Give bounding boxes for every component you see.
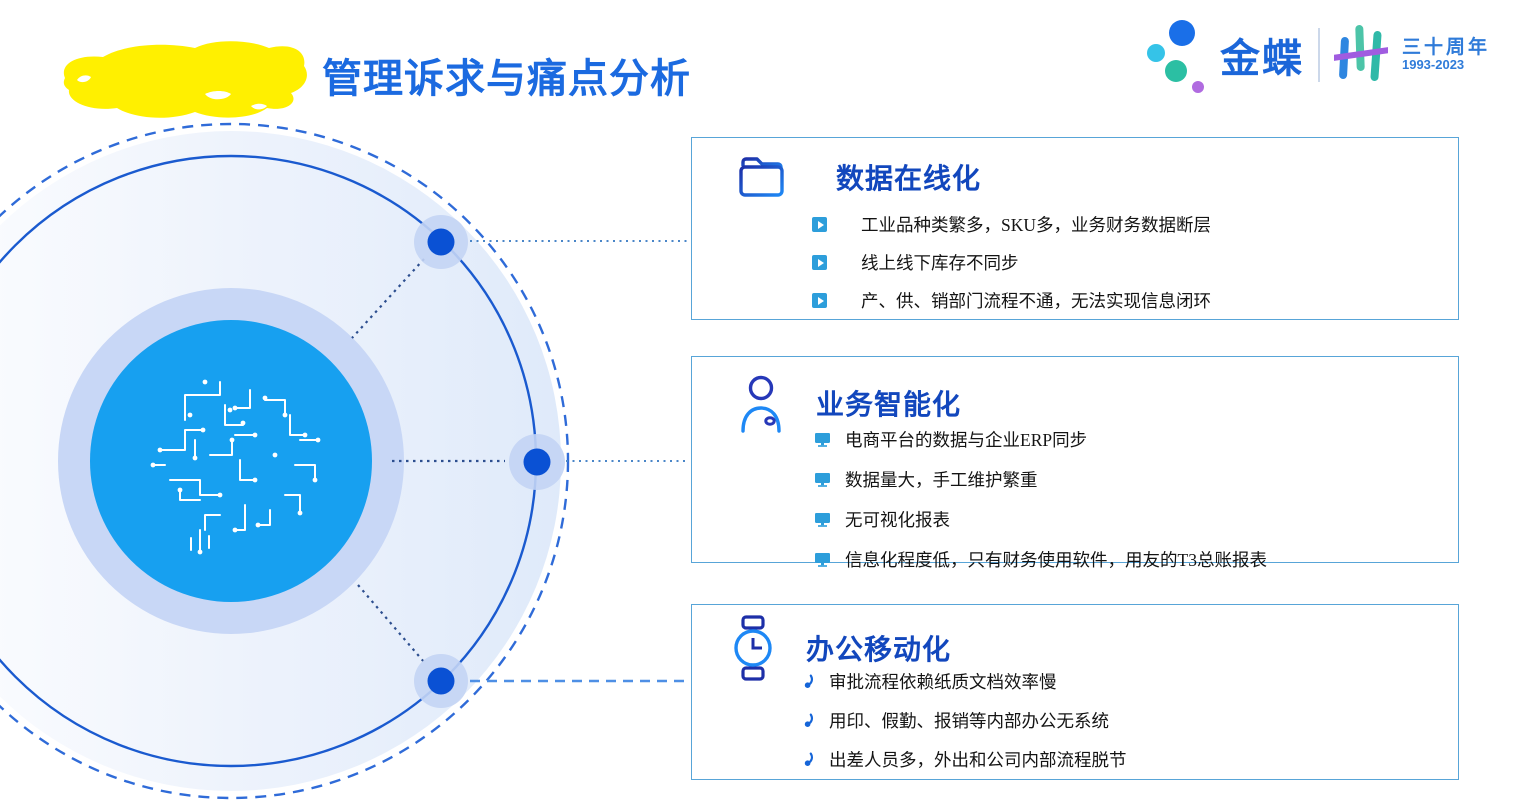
note-bullet-icon	[804, 752, 814, 766]
spoke-lines	[351, 258, 505, 663]
bullet-item: 出差人员多，外出和公司内部流程脱节	[804, 747, 1127, 772]
note-bullet-icon	[804, 713, 814, 727]
page-title: 管理诉求与痛点分析	[322, 56, 691, 101]
circuit-brain-icon	[150, 379, 321, 555]
core-circle	[90, 320, 372, 602]
monitor-bullet-icon	[815, 433, 830, 447]
bullet-item: 电商平台的数据与企业ERP同步	[814, 427, 1267, 452]
play-bullet-icon	[812, 293, 827, 308]
play-bullet-icon	[812, 217, 827, 232]
bullet-item: 无可视化报表	[814, 507, 1267, 532]
monitor-bullet-icon	[815, 473, 830, 487]
logo-brand-text: 金蝶	[1219, 37, 1304, 81]
user-icon	[741, 375, 781, 433]
watch-icon	[734, 615, 772, 681]
note-bullet-icon	[804, 674, 814, 688]
panel-title: 业务智能化	[816, 390, 962, 421]
bullet-item: 用印、假勤、报销等内部办公无系统	[804, 708, 1127, 733]
panel-data-online: 数据在线化 工业品种类繁多，SKU多，业务财务数据断层 线上线下库存不同步 产、…	[691, 137, 1459, 320]
bullet-item: 审批流程依赖纸质文档效率慢	[804, 669, 1127, 694]
bullet-item: 信息化程度低，只有财务使用软件，用友的T3总账报表	[814, 547, 1267, 572]
play-bullet-icon	[812, 255, 827, 270]
brand-logo: 金蝶 三十周年 1993-2023	[1140, 12, 1490, 98]
anniversary-years: 1993-2023	[1401, 57, 1465, 73]
bullet-item: 线上线下库存不同步	[812, 250, 1211, 275]
logo-dots-icon	[1146, 20, 1204, 93]
bullet-item: 产、供、销部门流程不通，无法实现信息闭环	[812, 288, 1211, 313]
monitor-bullet-icon	[815, 513, 830, 527]
bullet-item: 数据量大，手工维护繁重	[814, 467, 1267, 492]
orbit-nodes	[414, 215, 565, 708]
folder-icon	[739, 157, 784, 197]
orbit-brain-graphic	[0, 122, 688, 800]
anniversary-mark-icon	[1333, 25, 1388, 81]
monitor-bullet-icon	[815, 553, 830, 567]
panel-business-intelligence: 业务智能化 电商平台的数据与企业ERP同步 数据量大，手工维护繁重	[691, 356, 1459, 570]
bullet-item: 工业品种类繁多，SKU多，业务财务数据断层	[812, 212, 1211, 237]
panel-mobile-office: 办公移动化 审批流程依赖纸质文档效率慢 用印、假勤、报销等内部办公无系统 出差人…	[691, 604, 1459, 780]
panel-title: 数据在线化	[836, 164, 982, 195]
anniversary-title: 三十周年	[1401, 36, 1490, 58]
panel-title: 办公移动化	[806, 635, 952, 666]
logo-divider	[1317, 28, 1320, 82]
highlighter-scribble	[63, 41, 307, 118]
